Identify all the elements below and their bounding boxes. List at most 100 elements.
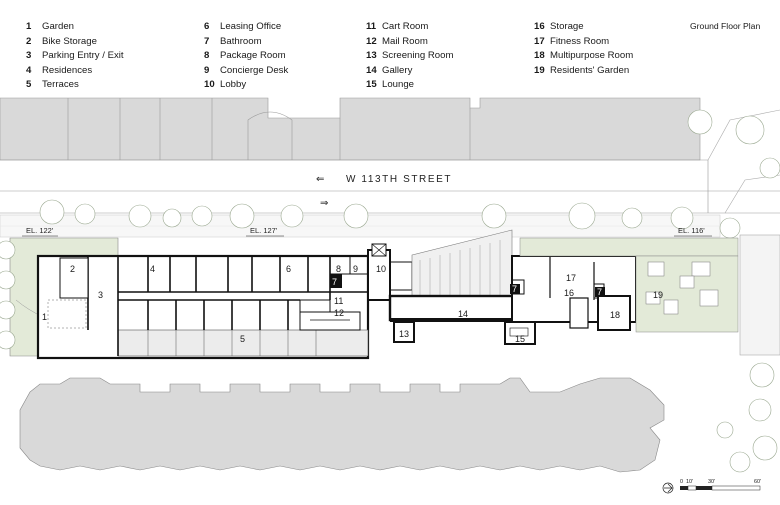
gallery-ramp bbox=[388, 229, 570, 345]
scale-label: 30' bbox=[708, 479, 715, 485]
elevation-west: EL. 122' bbox=[26, 226, 54, 235]
legend-number: 1 bbox=[26, 21, 32, 32]
legend-item: 12 Mail Room bbox=[366, 36, 428, 48]
svg-text:7: 7 bbox=[512, 284, 517, 294]
legend-label: Residences bbox=[42, 64, 93, 76]
svg-text:15: 15 bbox=[515, 334, 525, 344]
street-name: W 113TH STREET bbox=[346, 174, 452, 185]
context-buildings-north bbox=[0, 97, 708, 161]
room-labels: 1 2 3 4 5 6 7 8 9 10 11 12 13 14 15 16 1… bbox=[42, 264, 663, 344]
legend-label: Package Room bbox=[220, 50, 286, 62]
legend-number: 9 bbox=[204, 64, 210, 76]
lobby-block bbox=[367, 243, 415, 343]
legend-label: Fitness Room bbox=[550, 35, 610, 47]
legend-item: 14 Gallery bbox=[366, 65, 412, 77]
legend-item: 7 Bathroom bbox=[204, 36, 262, 48]
legend-item: 1 Garden bbox=[26, 21, 74, 33]
svg-text:9: 9 bbox=[353, 264, 358, 274]
legend-item: 18 Multipurpose Room bbox=[534, 50, 633, 62]
legend-label: Mail Room bbox=[382, 35, 428, 47]
legend-item: 17 Fitness Room bbox=[534, 36, 609, 48]
plan-title: Ground Floor Plan bbox=[690, 21, 761, 31]
elevation-markers: EL. 122' EL. 127' EL. 116' bbox=[22, 226, 712, 237]
legend-label: Parking Entry / Exit bbox=[42, 50, 124, 62]
svg-text:7: 7 bbox=[597, 287, 602, 297]
legend-label: Lobby bbox=[220, 79, 247, 91]
legend-number: 8 bbox=[204, 50, 210, 62]
legend-number: 7 bbox=[204, 35, 210, 47]
legend-number: 19 bbox=[534, 64, 545, 76]
svg-text:6: 6 bbox=[286, 264, 291, 274]
legend-item: 9 Concierge Desk bbox=[204, 65, 288, 77]
street-arrow-west: ⇐ bbox=[316, 174, 326, 185]
legend-label: Lounge bbox=[382, 79, 415, 91]
legend-item: 6 Leasing Office bbox=[204, 21, 281, 33]
legend-item: 13 Screening Room bbox=[366, 50, 453, 62]
legend-number: 13 bbox=[366, 50, 377, 62]
north-arrow-icon bbox=[662, 482, 674, 494]
legend-item: 2 Bike Storage bbox=[26, 36, 97, 48]
svg-text:8: 8 bbox=[336, 264, 341, 274]
svg-text:7: 7 bbox=[332, 277, 337, 287]
svg-text:13: 13 bbox=[399, 329, 409, 339]
svg-text:4: 4 bbox=[150, 264, 155, 274]
legend-number: 16 bbox=[534, 21, 545, 32]
elevation-mid: EL. 127' bbox=[250, 226, 278, 235]
svg-text:5: 5 bbox=[240, 334, 245, 344]
legend-label: Garden bbox=[42, 21, 74, 32]
archway bbox=[247, 111, 293, 160]
legend-label: Storage bbox=[550, 21, 584, 32]
legend-label: Leasing Office bbox=[220, 21, 282, 32]
svg-text:2: 2 bbox=[70, 264, 75, 274]
legend-number: 12 bbox=[366, 35, 377, 47]
svg-text:14: 14 bbox=[458, 309, 468, 319]
legend-item: 15 Lounge bbox=[366, 79, 414, 91]
legend-number: 18 bbox=[534, 50, 545, 62]
context-building-south bbox=[19, 377, 665, 473]
street-trees bbox=[0, 109, 780, 473]
svg-text:10: 10 bbox=[376, 264, 386, 274]
legend-number: 15 bbox=[366, 79, 377, 91]
legend-number: 17 bbox=[534, 35, 545, 47]
legend-number: 11 bbox=[366, 21, 377, 32]
svg-text:18: 18 bbox=[610, 310, 620, 320]
legend-item: 5 Terraces bbox=[26, 79, 79, 91]
legend-number: 6 bbox=[204, 21, 210, 32]
terraces-area bbox=[117, 329, 369, 357]
residents-garden bbox=[519, 237, 739, 333]
legend-number: 10 bbox=[204, 79, 215, 91]
legend-number: 2 bbox=[26, 35, 32, 47]
legend-label: Bike Storage bbox=[42, 35, 97, 47]
scale-label: 60' bbox=[754, 479, 761, 485]
legend-item: 16 Storage bbox=[534, 21, 584, 33]
legend-label: Bathroom bbox=[220, 35, 262, 47]
svg-text:11: 11 bbox=[334, 296, 343, 306]
legend-number: 14 bbox=[366, 64, 377, 76]
elevation-east: EL. 116' bbox=[678, 226, 705, 235]
legend-label: Cart Room bbox=[382, 21, 429, 32]
legend-label: Terraces bbox=[42, 79, 79, 91]
svg-text:12: 12 bbox=[334, 308, 344, 318]
legend-item: 11 Cart Room bbox=[366, 21, 428, 33]
legend-label: Multipurpose Room bbox=[550, 50, 634, 62]
legend-item: 10 Lobby bbox=[204, 79, 246, 91]
legend-item: 8 Package Room bbox=[204, 50, 286, 62]
east-sidewalk bbox=[707, 109, 780, 356]
street-arrow-east: ⇒ bbox=[320, 198, 330, 209]
legend-label: Concierge Desk bbox=[220, 64, 289, 76]
svg-text:1: 1 bbox=[42, 312, 47, 322]
svg-text:16: 16 bbox=[564, 288, 574, 298]
legend-label: Screening Room bbox=[382, 50, 454, 62]
svg-text:3: 3 bbox=[98, 290, 103, 300]
svg-text:17: 17 bbox=[566, 273, 576, 283]
legend-label: Gallery bbox=[382, 64, 413, 76]
west-wing bbox=[36, 254, 370, 360]
legend-number: 5 bbox=[26, 79, 32, 91]
svg-text:19: 19 bbox=[653, 290, 663, 300]
scale-label: 10' bbox=[686, 479, 693, 485]
